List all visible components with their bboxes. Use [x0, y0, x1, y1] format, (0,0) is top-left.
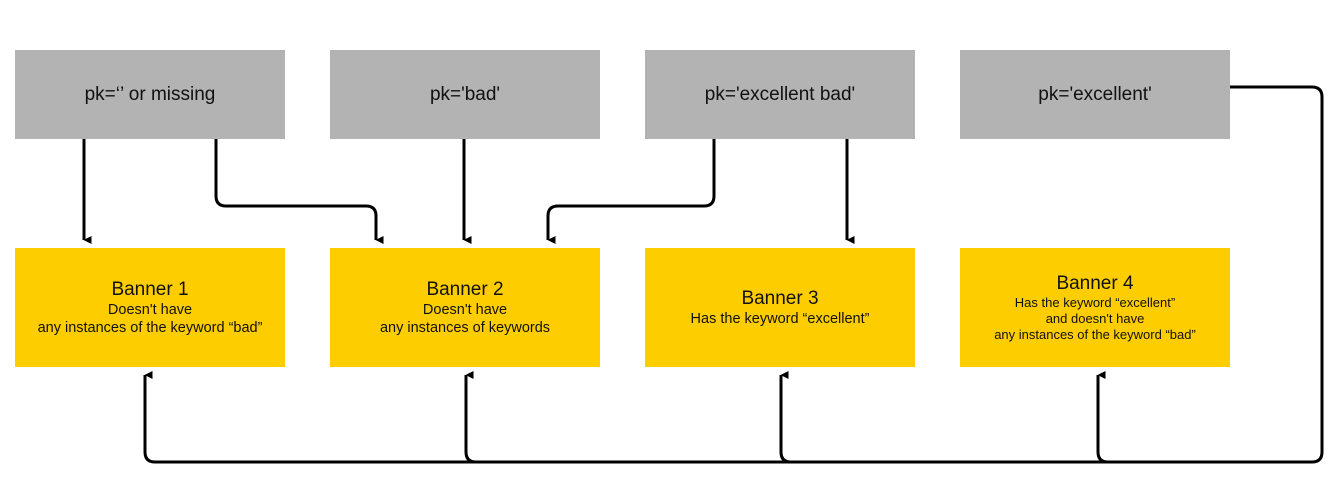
banner-desc-line: Has the keyword “excellent”	[1014, 294, 1176, 310]
banner-box-1: Banner 1 Doesn't have any instances of t…	[15, 248, 285, 367]
condition-label: pk='bad'	[429, 83, 501, 105]
arrow-bus-banner4	[1096, 371, 1109, 464]
banner-desc-line: any instances of the keyword “bad”	[37, 319, 263, 336]
banner-desc-line: Doesn't have	[422, 301, 508, 318]
condition-box-excellent-bad: pk='excellent bad'	[645, 50, 915, 139]
arrow-bus-banner3	[779, 371, 792, 464]
arrow-cond4-bus	[143, 85, 1324, 464]
banner-title: Banner 1	[111, 278, 189, 300]
banner-box-3: Banner 3 Has the keyword “excellent”	[645, 248, 915, 367]
condition-box-excellent: pk='excellent'	[960, 50, 1230, 139]
banner-desc-line: Doesn't have	[107, 301, 193, 318]
condition-label: pk='excellent bad'	[704, 83, 856, 105]
banner-desc-line: Has the keyword “excellent”	[690, 310, 870, 327]
condition-label: pk='excellent'	[1038, 83, 1152, 105]
banner-box-2: Banner 2 Doesn't have any instances of k…	[330, 248, 600, 367]
banner-title: Banner 2	[426, 278, 504, 300]
banner-desc-line: and doesn't have	[1045, 310, 1145, 326]
condition-box-empty: pk=‘’ or missing	[15, 50, 285, 139]
banner-desc-line: any instances of keywords	[379, 319, 551, 336]
arrow-cond1-banner2	[214, 139, 384, 244]
banner-desc-line: any instances of the keyword “bad”	[994, 326, 1196, 342]
condition-box-bad: pk='bad'	[330, 50, 600, 139]
arrow-bus-banner2	[464, 371, 477, 464]
banner-title: Banner 4	[1056, 272, 1134, 294]
banner-title: Banner 3	[741, 287, 819, 309]
banner-box-4: Banner 4 Has the keyword “excellent” and…	[960, 248, 1230, 367]
condition-label: pk=‘’ or missing	[84, 83, 216, 105]
arrow-cond3-banner2	[546, 139, 716, 244]
